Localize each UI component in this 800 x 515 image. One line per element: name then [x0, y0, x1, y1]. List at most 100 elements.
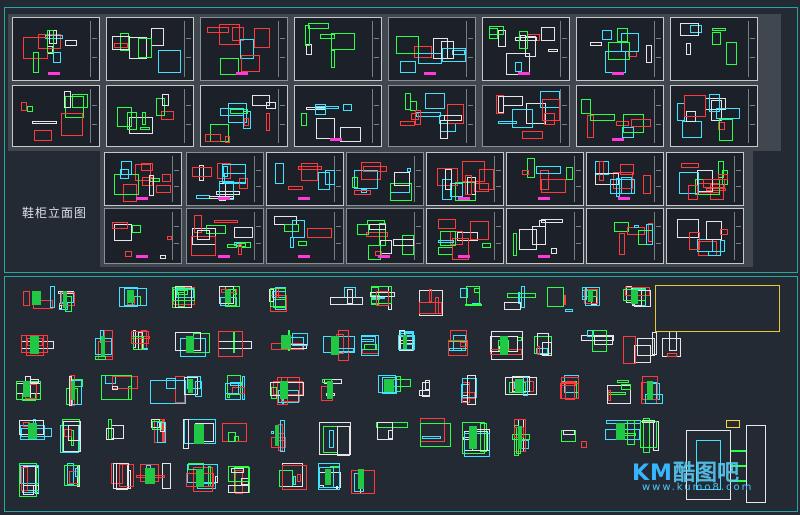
detail-section-18[interactable] — [215, 330, 255, 359]
detail-section-61[interactable] — [108, 463, 135, 491]
detail-section-15[interactable] — [95, 330, 114, 362]
drawing-sheet-22[interactable] — [586, 152, 664, 206]
detail-section-2[interactable] — [118, 286, 148, 307]
detail-section-10[interactable] — [498, 286, 537, 311]
drawing-sheet-0[interactable] — [12, 17, 100, 81]
detail-section-39[interactable] — [460, 375, 478, 405]
detail-section-65[interactable] — [278, 463, 308, 491]
detail-section-51[interactable] — [318, 418, 352, 458]
drawing-sheet-17[interactable] — [186, 152, 264, 206]
drawing-sheet-13[interactable] — [482, 85, 570, 147]
drawing-sheet-8[interactable] — [12, 85, 100, 147]
detail-section-6[interactable] — [330, 286, 363, 309]
detail-section-26[interactable] — [580, 330, 615, 354]
detail-section-28[interactable] — [655, 330, 684, 364]
detail-section-46[interactable] — [104, 418, 127, 443]
detail-section-22[interactable] — [398, 330, 415, 353]
drawing-sheet-2[interactable] — [200, 17, 288, 81]
drawing-sheet-12[interactable] — [388, 85, 476, 147]
detail-section-35[interactable] — [270, 375, 304, 405]
detail-section-40[interactable] — [505, 375, 538, 396]
detail-section-60[interactable] — [64, 463, 80, 487]
drawing-sheet-16[interactable] — [104, 152, 182, 206]
detail-section-0[interactable] — [22, 286, 57, 310]
detail-section-25[interactable] — [534, 330, 553, 356]
detail-section-19[interactable] — [270, 330, 308, 354]
drawing-sheet-7[interactable] — [670, 17, 758, 81]
detail-section-20[interactable] — [320, 330, 356, 362]
detail-section-27[interactable] — [620, 330, 659, 364]
detail-section-52[interactable] — [372, 418, 410, 445]
detail-section-23[interactable] — [448, 330, 468, 358]
detail-section-7[interactable] — [370, 286, 395, 310]
detail-section-34[interactable] — [225, 375, 246, 403]
detail-section-41[interactable] — [560, 375, 580, 400]
detail-section-53[interactable] — [420, 418, 454, 448]
drawing-sheet-14[interactable] — [576, 85, 664, 147]
drawing-sheet-4[interactable] — [388, 17, 476, 81]
detail-section-47[interactable] — [150, 418, 168, 443]
detail-section-29[interactable] — [14, 375, 42, 403]
detail-section-12[interactable] — [582, 286, 601, 307]
drawing-sheet-24[interactable] — [104, 208, 182, 264]
drawing-sheet-21[interactable] — [506, 152, 584, 206]
drawing-sheet-26[interactable] — [266, 208, 344, 264]
detail-section-55[interactable] — [512, 418, 531, 457]
detail-section-43[interactable] — [640, 375, 663, 406]
detail-section-32[interactable] — [150, 375, 186, 404]
detail-section-11[interactable] — [538, 286, 577, 318]
detail-section-24[interactable] — [490, 330, 523, 362]
detail-section-58[interactable] — [640, 418, 659, 454]
drawing-sheet-30[interactable] — [586, 208, 664, 264]
detail-section-44[interactable] — [18, 418, 53, 445]
detail-section-62[interactable] — [134, 463, 172, 489]
detail-section-16[interactable] — [130, 330, 150, 352]
detail-section-9[interactable] — [458, 286, 485, 307]
detail-section-1[interactable] — [58, 286, 75, 313]
drawing-sheet-28[interactable] — [426, 208, 504, 264]
detail-section-38[interactable] — [412, 375, 432, 398]
detail-section-33[interactable] — [182, 375, 203, 397]
detail-section-50[interactable] — [270, 418, 287, 453]
drawing-sheet-20[interactable] — [426, 152, 504, 206]
drawing-sheet-6[interactable] — [576, 17, 664, 81]
drawing-sheet-10[interactable] — [200, 85, 288, 147]
detail-section-17[interactable] — [175, 330, 210, 359]
detail-section-64[interactable] — [226, 463, 257, 496]
detail-section-54[interactable] — [460, 418, 491, 457]
drawing-sheet-25[interactable] — [186, 208, 264, 264]
detail-section-31[interactable] — [100, 375, 140, 402]
detail-section-56[interactable] — [555, 418, 589, 448]
drawing-sheet-9[interactable] — [106, 85, 194, 147]
detail-section-37[interactable] — [372, 375, 411, 397]
detail-section-21[interactable] — [360, 330, 380, 360]
detail-section-67[interactable] — [350, 463, 376, 495]
drawing-sheet-27[interactable] — [346, 208, 424, 264]
drawing-sheet-31[interactable] — [666, 208, 744, 264]
detail-section-45[interactable] — [56, 418, 90, 453]
drawing-sheet-1[interactable] — [106, 17, 194, 81]
detail-section-59[interactable] — [18, 463, 40, 497]
detail-section-36[interactable] — [320, 375, 343, 405]
detail-section-3[interactable] — [172, 286, 195, 308]
detail-section-57[interactable] — [605, 418, 641, 445]
detail-section-8[interactable] — [414, 286, 444, 318]
detail-section-13[interactable] — [622, 286, 651, 308]
drawing-sheet-3[interactable] — [294, 17, 382, 81]
detail-section-4[interactable] — [218, 286, 242, 308]
drawing-sheet-18[interactable] — [266, 152, 344, 206]
drawing-sheet-5[interactable] — [482, 17, 570, 81]
drawing-sheet-23[interactable] — [666, 152, 744, 206]
drawing-sheet-29[interactable] — [506, 208, 584, 264]
large-detail-section[interactable] — [676, 420, 786, 506]
detail-section-48[interactable] — [182, 418, 221, 450]
detail-section-42[interactable] — [605, 375, 633, 406]
detail-section-66[interactable] — [318, 463, 341, 491]
drawing-sheet-15[interactable] — [670, 85, 758, 147]
detail-section-63[interactable] — [186, 463, 219, 492]
detail-section-5[interactable] — [268, 286, 288, 313]
detail-section-49[interactable] — [222, 418, 247, 444]
drawing-sheet-19[interactable] — [346, 152, 424, 206]
detail-section-30[interactable] — [65, 375, 84, 406]
